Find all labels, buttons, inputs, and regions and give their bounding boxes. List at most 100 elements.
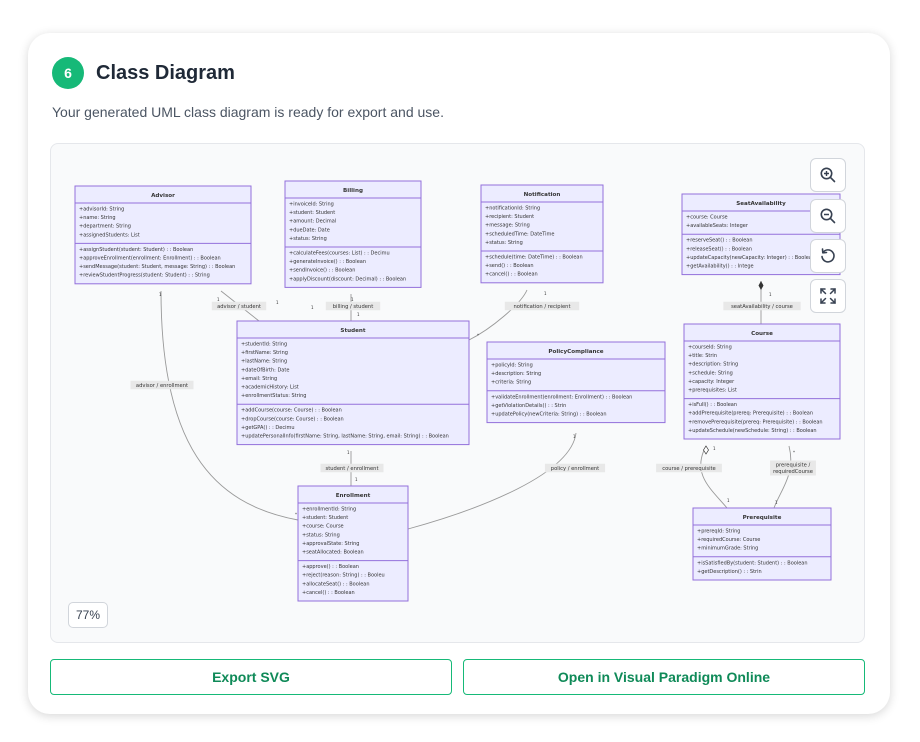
fullscreen-icon (820, 288, 836, 304)
relation-label-bg (320, 463, 384, 473)
class-attribute: +courseId: String (688, 345, 732, 351)
multiplicity-mark: 1 (769, 292, 772, 297)
page-subtitle: Your generated UML class diagram is read… (52, 104, 444, 120)
relation-label-bg (656, 463, 722, 473)
class-box-frame (480, 184, 604, 284)
class-attribute: +academicHistory: List (241, 385, 299, 391)
class-attribute: +advisorId: String (79, 207, 124, 213)
class-attribute: +status: String (302, 532, 340, 538)
class-method: +calculateFees(courses: List) : : Decimu (289, 251, 390, 257)
class-attribute: +seatAllocated: Boolean (302, 550, 364, 556)
class-attribute: +message: String (485, 223, 530, 229)
class-attribute: +student: Student (302, 515, 348, 521)
relation-label-bg (770, 460, 816, 476)
class-notification[interactable]: Notification+notificationId: String+reci… (480, 184, 604, 284)
multiplicity-mark: 1 (355, 477, 358, 482)
class-enrollment[interactable]: Enrollment+enrollmentId: String+student:… (297, 485, 409, 602)
class-method: +cancel() : : Boolean (485, 272, 538, 278)
export-svg-button[interactable]: Export SVG (50, 659, 452, 695)
composition-diamond (758, 281, 764, 290)
class-method: +addPrerequisite(prereq: Prerequisite) :… (688, 411, 813, 417)
class-method: +addCourse(course: Course) : : Boolean (241, 408, 342, 414)
class-attribute: +invoiceId: String (289, 202, 334, 208)
relation-label-advisor_student: advisor / student (217, 304, 261, 310)
step-badge: 6 (52, 57, 84, 89)
uml-class-diagram: advisor / student billing / student notifi… (74, 180, 841, 602)
relation-label-policy_enrollment: policy / enrollment (551, 466, 599, 472)
class-method: +reject(reason: String) : : Booleu (302, 573, 385, 579)
class-billing[interactable]: Billing +invoiceId: String +student: Stude… (284, 180, 422, 288)
class-attribute: +notificationId: String (485, 206, 540, 212)
multiplicity-mark: 1 (357, 312, 360, 317)
class-policy[interactable]: PolicyCompliance+policyId: String+descri… (486, 341, 666, 424)
class-attribute: +minimumGrade: String (697, 546, 758, 552)
class-method: +releaseSeat() : : Boolean (686, 246, 752, 252)
class-method: +applyDiscount(discount: Decimal) : : Bo… (289, 276, 406, 282)
class-method: +getViolationDetails() : : Strin (491, 403, 566, 409)
class-name: Billing (343, 188, 363, 194)
diagram-canvas[interactable]: advisor / student billing / student notifi… (50, 143, 865, 643)
relation-label-advisor_enrollment: advisor / enrollment (136, 383, 188, 389)
class-attribute: +description: String (688, 362, 738, 368)
class-attribute: +dueDate: Date (289, 227, 330, 233)
class-attribute: +enrollmentStatus: String (241, 393, 306, 399)
class-name: Enrollment (336, 493, 371, 499)
multiplicity-mark: 1 (713, 446, 716, 451)
zoom-out-icon (820, 208, 836, 224)
class-method: +updateSchedule(newSchedule: String) : :… (688, 428, 817, 434)
class-method: +sendInvoice() : : Boolean (289, 268, 355, 274)
class-method: +updateCapacity(newCapacity: Integer) : … (686, 255, 815, 261)
relation-label-course_prerequisite: course / prerequisite (662, 466, 716, 472)
class-attribute: +name: String (79, 215, 116, 221)
multiplicity-mark: * (477, 333, 479, 338)
relation-label-prerequisite_requiredcourse: prerequisite / (776, 463, 811, 469)
zoom-out-button[interactable] (810, 199, 846, 233)
class-prereq[interactable]: Prerequisite+prereqId: String+requiredCo… (692, 507, 832, 581)
class-method: +dropCourse(course: Course) : : Boolean (241, 416, 344, 422)
class-method: +approveEnrollment(enrollment: Enrollmen… (79, 256, 221, 262)
class-method: +updatePersonalInfo(firstName: String, l… (241, 434, 449, 440)
class-method: +send() : : Boolean (485, 263, 534, 269)
relation-label-notification_recipient: notification / recipient (514, 304, 571, 310)
class-attribute: +description: String (491, 371, 541, 377)
relation-label-bg (211, 301, 267, 311)
aggregation-diamond (703, 445, 709, 455)
class-student[interactable]: Student+studentId: String+firstName: Str… (236, 320, 470, 446)
zoom-in-icon (820, 167, 836, 183)
class-method: +validateEnrollment(enrollment: Enrollme… (491, 394, 632, 400)
class-attribute: +status: String (289, 236, 327, 242)
class-attribute: +student: Student (289, 210, 335, 216)
class-attribute: +schedule: String (688, 370, 733, 376)
multiplicity-mark: 1 (347, 450, 350, 455)
zoom-level-indicator: 77% (68, 602, 108, 628)
fullscreen-button[interactable] (810, 279, 846, 313)
relation-label-billing_student: billing / student (333, 304, 374, 310)
relation-label-bg (723, 301, 801, 311)
class-attribute: +firstName: String (241, 350, 288, 356)
zoom-in-button[interactable] (810, 158, 846, 192)
relation-label-seat_course: seatAvailability / course (731, 304, 793, 310)
class-method: +cancel() : : Boolean (302, 590, 355, 596)
class-attribute: +requiredCourse: Course (697, 537, 760, 543)
class-attribute: +criteria: String (491, 380, 531, 386)
multiplicity-mark: 1 (573, 434, 576, 439)
relation-edge-course_prerequisite (700, 445, 728, 509)
reset-zoom-button[interactable] (810, 239, 846, 273)
class-attribute: +assignedStudents: List (79, 232, 140, 238)
class-attribute: +lastName: String (241, 359, 287, 365)
class-name: SeatAvailability (736, 201, 786, 207)
class-attribute: +email: String (241, 376, 277, 382)
class-course[interactable]: Course+courseId: String+title: Strin+des… (683, 323, 841, 440)
multiplicity-mark: * (793, 450, 795, 455)
class-method: +removePrerequisite(prereq: Prerequisite… (688, 419, 823, 425)
class-name: Course (751, 331, 773, 337)
class-advisor[interactable]: Advisor+advisorId: String+name: String+d… (74, 185, 252, 285)
class-name: Student (340, 328, 365, 334)
relation-edge-policy_enrollment (407, 432, 577, 530)
class-attribute: +status: String (485, 240, 523, 246)
class-box-frame (683, 323, 841, 440)
class-attribute: +course: Course (302, 524, 344, 530)
relation-label-prerequisite_requiredcourse: requiredCourse (773, 469, 813, 475)
open-visual-paradigm-button[interactable]: Open in Visual Paradigm Online (463, 659, 865, 695)
relation-label-bg (325, 301, 381, 311)
